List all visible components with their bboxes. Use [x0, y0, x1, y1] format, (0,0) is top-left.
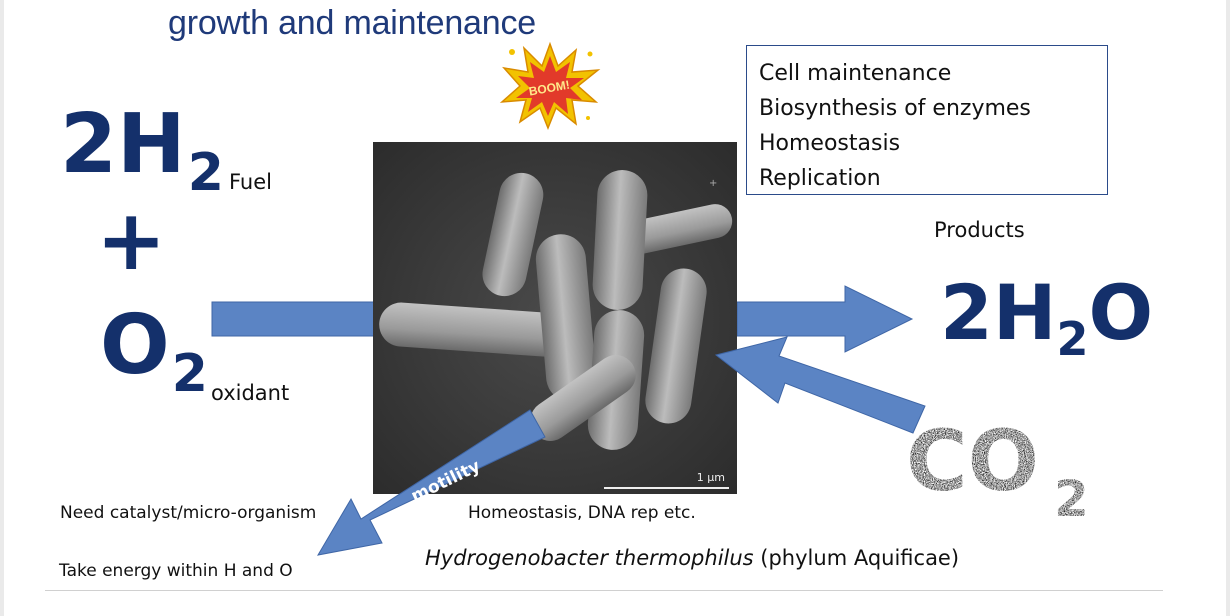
- box-line-replication: Replication: [759, 166, 881, 191]
- products-label: Products: [934, 218, 1025, 242]
- fuel-label: Fuel: [229, 170, 272, 194]
- svg-text:+: +: [709, 178, 717, 189]
- slide-title: growth and maintenance: [168, 4, 536, 42]
- h2-formula: 2H2: [60, 97, 224, 203]
- homeostasis-note: Homeostasis, DNA rep etc.: [468, 503, 696, 523]
- scale-bar-label: 1 µm: [696, 471, 725, 484]
- bottom-divider: [45, 590, 1163, 591]
- oxidant-label: oxidant: [211, 381, 290, 405]
- co2-text: CO: [906, 412, 1039, 510]
- functions-box: Cell maintenance Biosynthesis of enzymes…: [746, 45, 1108, 195]
- species-caption: Hydrogenobacter thermophilus (phylum Aqu…: [425, 546, 959, 570]
- output-arrow: [736, 285, 914, 353]
- catalyst-note: Need catalyst/micro-organism: [60, 503, 317, 523]
- take-energy-note: Take energy within H and O: [59, 561, 293, 581]
- box-line-cell-maintenance: Cell maintenance: [759, 61, 952, 86]
- co2-arrow: [714, 336, 926, 434]
- box-line-biosynthesis: Biosynthesis of enzymes: [759, 96, 1031, 121]
- page-edge-right: [1226, 0, 1230, 616]
- phylum-name: (phylum Aquificae): [753, 546, 960, 570]
- bacteria-micrograph: + 1 µm: [373, 142, 737, 494]
- boom-burst-icon: BOOM!: [499, 41, 601, 130]
- box-line-homeostasis: Homeostasis: [759, 131, 901, 156]
- scale-bar: [604, 487, 729, 489]
- h2o-formula: 2H2O: [940, 268, 1154, 366]
- co2-subscript: 2: [1054, 470, 1089, 528]
- o2-formula: O2: [100, 298, 208, 404]
- bacteria-rods-image: +: [373, 142, 737, 494]
- plus-sign: +: [96, 191, 167, 289]
- species-name: Hydrogenobacter thermophilus: [425, 546, 754, 570]
- co2-formula: CO 2: [906, 412, 1089, 528]
- page-edge-left: [0, 0, 4, 616]
- motility-arrow: [317, 409, 546, 556]
